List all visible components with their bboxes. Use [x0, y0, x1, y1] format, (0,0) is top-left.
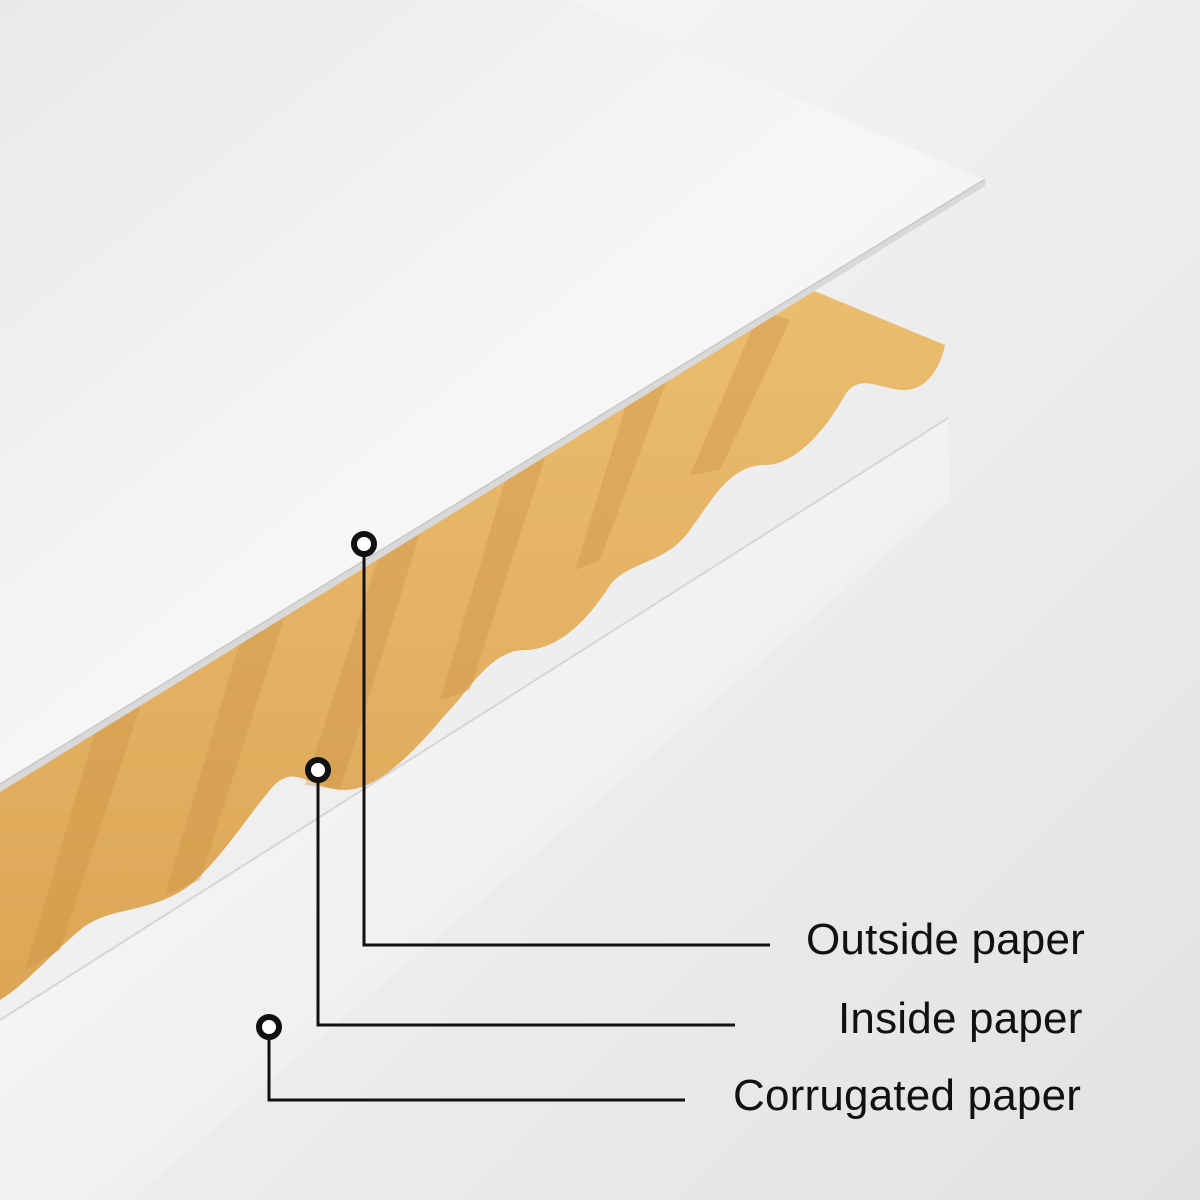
marker-inside	[308, 760, 328, 780]
marker-corrugated	[259, 1017, 279, 1037]
label-corrugated-paper: Corrugated paper	[733, 1074, 1200, 1118]
marker-outside	[354, 534, 374, 554]
label-inside-paper: Inside paper	[838, 997, 1200, 1041]
label-outside-paper: Outside paper	[806, 918, 1200, 962]
